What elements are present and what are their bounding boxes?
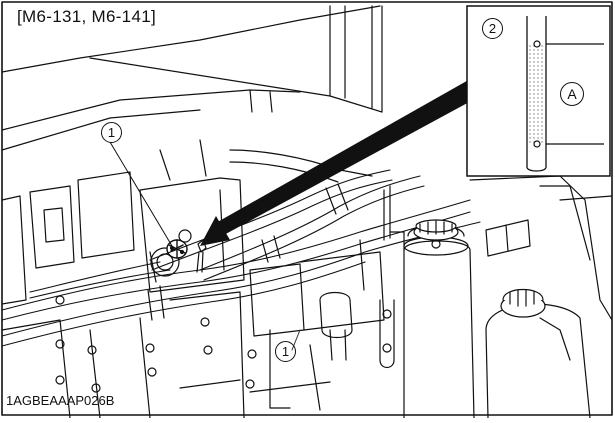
dipstick-blade [526,16,547,172]
pointer-arrow [200,78,484,246]
figure-part-code: 1AGBEAAAP026B [6,393,115,408]
model-label: [M6-131, M6-141] [17,7,156,26]
callout-oil-filler-plug-lower: 1 [275,341,296,362]
callout-oil-filler-plug: 1 [101,122,122,143]
callout-oil-level-range: A [560,82,584,106]
callout-dipstick: 2 [482,18,503,39]
oil-level-marks [546,43,604,145]
